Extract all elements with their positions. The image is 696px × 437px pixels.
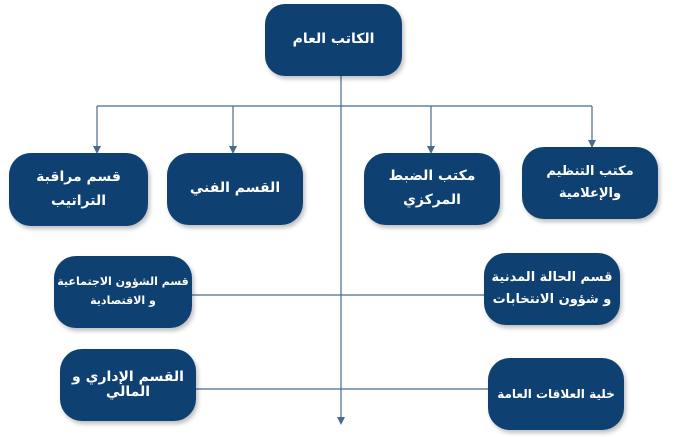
- node-civil-status: قسم الحالة المدنية و شؤون الانتخابات: [484, 253, 620, 325]
- node-social-affairs-line1: قسم الشؤون الاجتماعية: [57, 275, 189, 289]
- node-inspection-line2: التراتيب: [50, 192, 107, 209]
- node-organization-line1: مكتب التنظيم: [546, 163, 634, 179]
- node-organization: مكتب التنظيم والإعلامية: [522, 147, 658, 219]
- node-central-control-line2: المركزي: [403, 192, 461, 208]
- node-technical: القسم الفني: [167, 153, 303, 225]
- node-general-secretary: الكاتب العام: [265, 4, 402, 76]
- spine-arrowhead: [337, 417, 345, 425]
- node-central-control: مكتب الضبط المركزي: [364, 153, 500, 225]
- node-organization-line2: والإعلامية: [558, 186, 622, 201]
- node-admin-finance-line1: القسم الإداري و: [72, 368, 184, 385]
- node-admin-finance-line2: المالي: [105, 384, 151, 400]
- arrow-technical: [229, 146, 237, 154]
- node-inspection: قسم مراقبة التراتيب: [9, 153, 148, 226]
- node-public-relations: خلية العلاقات العامة: [488, 358, 624, 430]
- node-inspection-line1: قسم مراقبة: [36, 168, 121, 185]
- node-technical-line1: القسم الفني: [189, 180, 281, 197]
- node-public-relations-line1: خلية العلاقات العامة: [497, 386, 615, 401]
- arrow-organization: [588, 140, 596, 148]
- node-civil-status-line2: و شؤون الانتخابات: [492, 292, 612, 307]
- node-social-affairs-line2: و الاقتصادية: [90, 294, 156, 307]
- arrow-central-control: [427, 146, 435, 154]
- node-admin-finance: القسم الإداري و المالي: [60, 349, 196, 421]
- node-general-secretary-label: الكاتب العام: [292, 31, 375, 48]
- node-central-control-line1: مكتب الضبط: [388, 168, 476, 185]
- arrow-inspection: [93, 146, 101, 154]
- node-civil-status-line1: قسم الحالة المدنية: [491, 269, 613, 285]
- node-social-affairs: قسم الشؤون الاجتماعية و الاقتصادية: [54, 256, 192, 328]
